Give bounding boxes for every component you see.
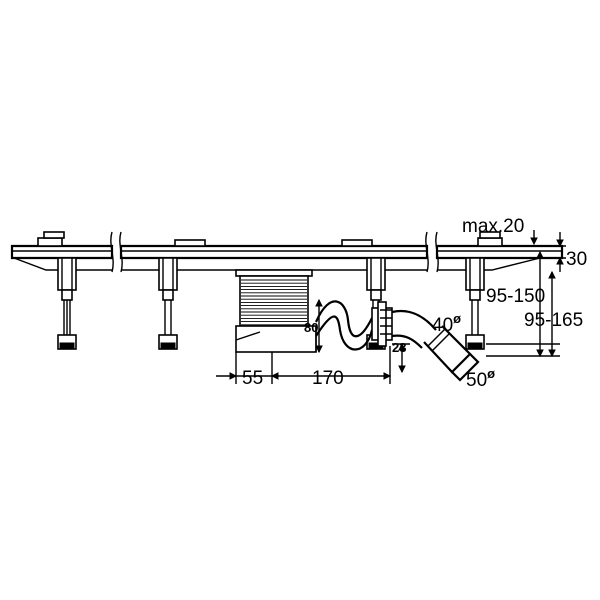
dim-55: 55 [242,368,263,389]
dim-170: 170 [312,368,344,389]
dimension-labels: max.20 30 95-150 95-165 80 23 55 170 40ø… [242,216,587,391]
siphon-outlet [314,300,480,382]
dim-max-20: max.20 [462,216,524,237]
foot-1 [57,257,77,350]
foot-4 [465,257,485,350]
drain-body [235,269,317,353]
dim-95-150: 95-150 [486,286,545,307]
adjustable-feet [57,257,485,350]
dim-95-165: 95-165 [524,310,583,331]
rail-clips [37,231,503,247]
pipe-diameter-40: 40ø [432,311,461,336]
pipe-diameter-50: 50ø [466,366,495,391]
dimension-lines [216,230,566,384]
dim-23: 23 [392,340,406,355]
dim-80: 80 [304,320,318,335]
foot-2 [158,257,178,350]
dim-30: 30 [566,249,587,270]
